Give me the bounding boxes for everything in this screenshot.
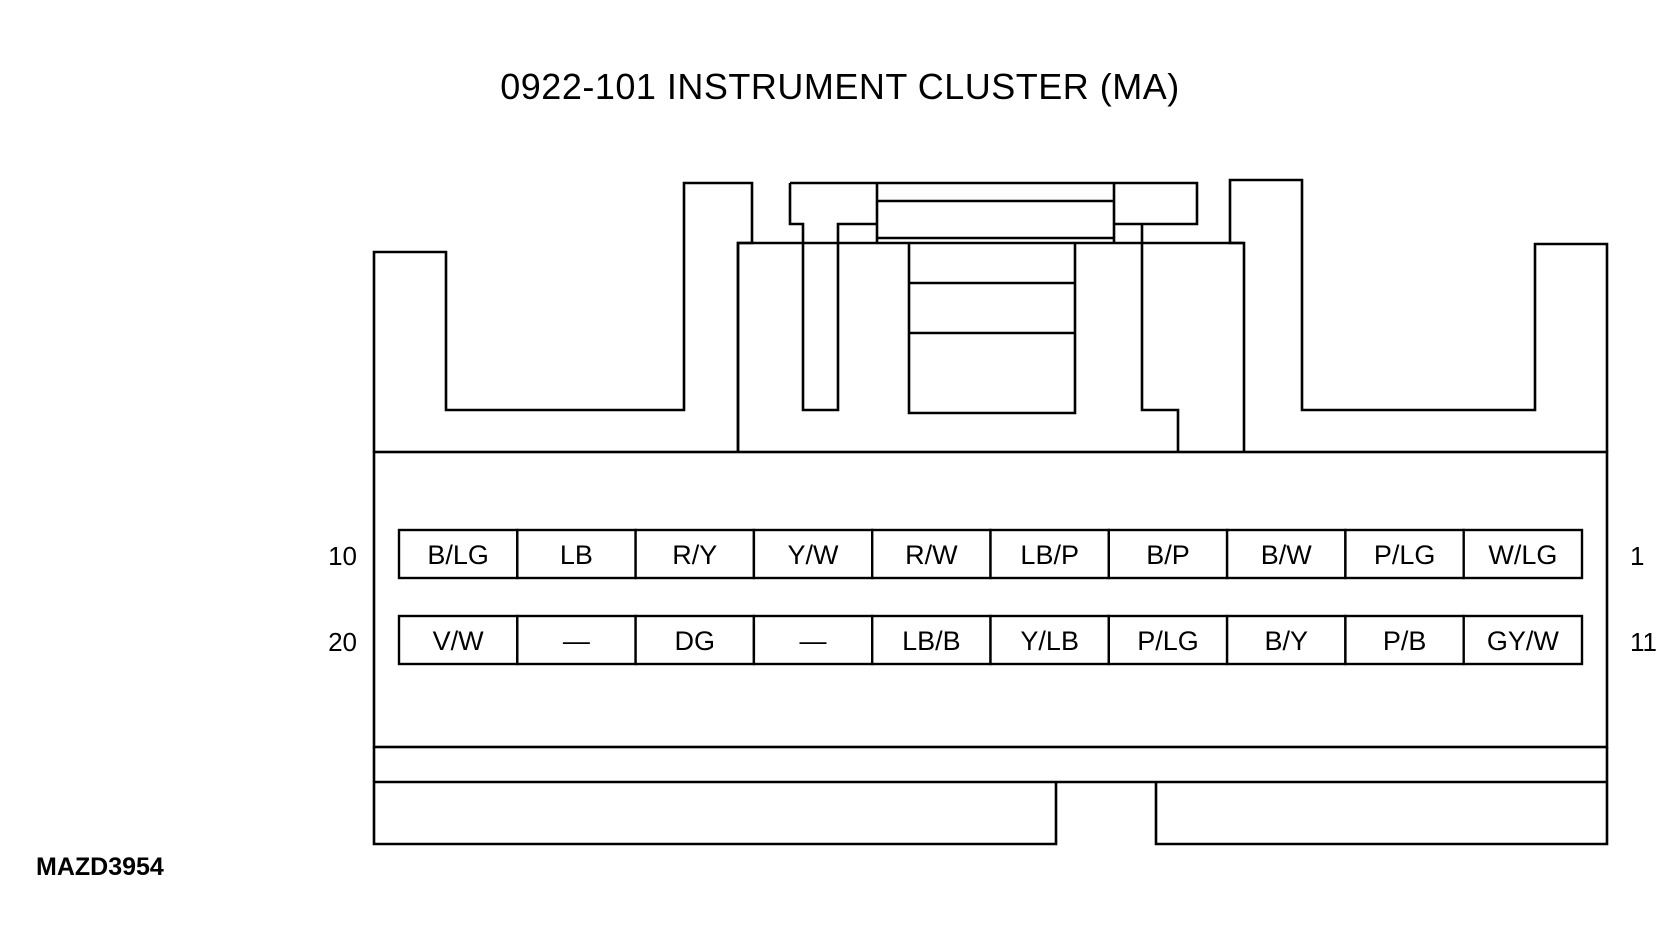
wire-color-label: —	[800, 626, 827, 656]
wire-color-label: GY/W	[1487, 626, 1560, 656]
pin-number-left: 10	[328, 541, 357, 571]
wire-color-label: LB/P	[1020, 540, 1079, 570]
diagram-title: 0922-101 INSTRUMENT CLUSTER (MA)	[500, 66, 1180, 107]
wire-color-label: LB	[560, 540, 593, 570]
wire-color-label: W/LG	[1488, 540, 1557, 570]
wire-color-label: P/LG	[1374, 540, 1436, 570]
pin-cavity	[516, 528, 637, 580]
wire-color-label: DG	[675, 626, 716, 656]
pin-cavity	[1462, 614, 1584, 666]
wire-color-label: Y/LB	[1020, 626, 1079, 656]
pin-cavity	[397, 614, 519, 666]
housing-top-profile	[372, 178, 1609, 452]
pin-cavity	[397, 528, 519, 580]
central-raised-block	[736, 241, 1244, 452]
pin-cavity	[989, 528, 1111, 580]
latch-slider	[907, 243, 1077, 415]
wire-color-label: —	[563, 626, 590, 656]
pin-cavity	[1225, 614, 1347, 666]
pin-cavity	[1225, 528, 1347, 580]
pin-number-left: 20	[328, 627, 357, 657]
wire-color-label: V/W	[433, 626, 485, 656]
pin-rows: B/LG LB R/Y Y/W R/W LB/P B/P B/W P/LG W/LG 10 1V/W —…	[328, 528, 1657, 666]
pin-cavity	[516, 614, 637, 666]
latch-frame	[788, 181, 1199, 452]
pin-cavity	[1344, 614, 1465, 666]
housing-bottom-rails	[372, 747, 1609, 846]
pin-number-right: 1	[1630, 541, 1644, 571]
wire-color-label: B/LG	[427, 540, 489, 570]
pin-cavity	[1462, 528, 1584, 580]
pin-cavity	[871, 528, 992, 580]
pin-cavity	[1107, 614, 1229, 666]
wire-color-label: B/W	[1261, 540, 1313, 570]
pin-cavity	[752, 614, 874, 666]
connector-housing	[372, 178, 1609, 846]
wire-color-label: B/Y	[1265, 626, 1309, 656]
pin-number-right: 11	[1630, 627, 1657, 657]
wire-color-label: LB/B	[902, 626, 961, 656]
wire-color-label: R/Y	[672, 540, 717, 570]
wire-color-label: Y/W	[788, 540, 840, 570]
pin-cavity	[634, 528, 756, 580]
pin-cavity	[989, 614, 1111, 666]
wire-color-label: P/LG	[1137, 626, 1199, 656]
pin-cavity	[871, 614, 992, 666]
diagram-code: MAZD3954	[36, 853, 164, 881]
wire-color-label: B/P	[1146, 540, 1190, 570]
housing-body	[372, 450, 1609, 749]
wire-color-label: P/B	[1383, 626, 1427, 656]
pin-cavity	[752, 528, 874, 580]
wire-color-label: R/W	[905, 540, 958, 570]
pin-cavity	[634, 614, 756, 666]
